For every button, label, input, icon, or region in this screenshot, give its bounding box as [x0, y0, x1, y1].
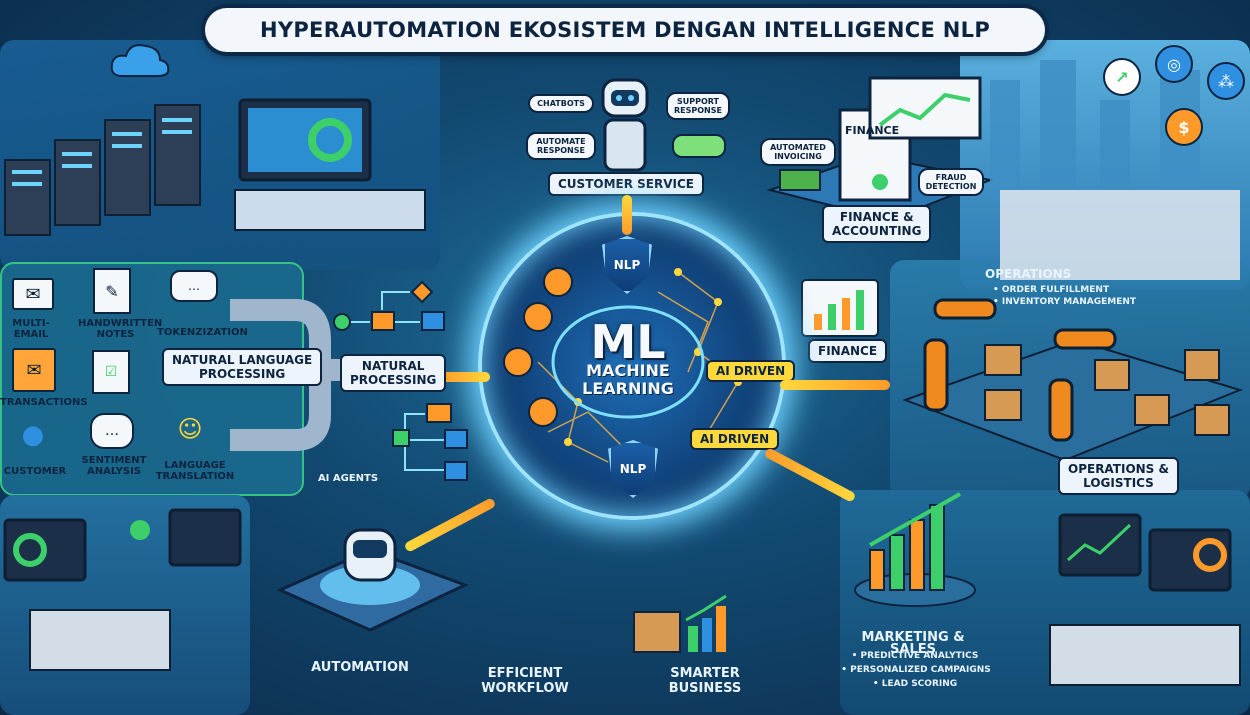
machine-learning-text: MACHINE LEARNING: [558, 362, 698, 398]
workstation-illustration: [234, 98, 426, 231]
smarter-line1: SMARTER: [670, 666, 740, 681]
robot-arms-illustration: [902, 298, 1244, 462]
office-monitors-right: [1049, 513, 1241, 686]
fraud-detection-bubble: FRAUD DETECTION: [918, 168, 984, 196]
nlp-label-line2: PROCESSING: [198, 367, 286, 381]
language-translation-label: LANGUAGE TRANSLATION: [155, 460, 235, 482]
globe-icon: ◎: [1155, 45, 1193, 83]
flowchart-top: [333, 280, 445, 331]
automation-label: AUTOMATION: [311, 660, 409, 675]
chat-bubble-green: [672, 134, 726, 158]
operations-item-inventory: • INVENTORY MANAGEMENT: [993, 297, 1137, 307]
server-racks-illustration: [4, 104, 201, 236]
tokenization-label: TOKENZIZATION: [157, 327, 248, 338]
cloud-icon: [110, 44, 170, 77]
office-monitors-left: [3, 508, 242, 671]
natural-processing-label: NATURAL PROCESSING: [340, 354, 447, 392]
operations-item-order: • ORDER FULFILLMENT: [993, 285, 1110, 295]
machine-text: MACHINE: [586, 361, 670, 380]
operations-item-order-text: ORDER FULFILLMENT: [1001, 285, 1110, 295]
finance-accounting-label: FINANCE & ACCOUNTING: [822, 205, 932, 243]
finance-accounting-line1: FINANCE &: [839, 210, 914, 224]
emoji-translation-icon: ☺: [177, 415, 203, 443]
arrow-right-out: [780, 380, 890, 390]
email-icon: ✉: [12, 278, 54, 310]
ai-agents-label: AI AGENTS: [317, 473, 379, 484]
automate-response-bubble: AUTOMATE RESPONSE: [526, 132, 596, 160]
finance-accounting-line2: ACCOUNTING: [832, 224, 922, 238]
efficient-workflow-label: EFFICIENT WORKFLOW: [470, 666, 580, 696]
page-title: HYPERAUTOMATION EKOSISTEM DENGAN INTELLI…: [205, 8, 1045, 52]
arrow-up-cs: [622, 195, 632, 235]
automation-platform: [276, 528, 469, 632]
checklist-icon: ☑: [92, 350, 130, 394]
natural-processing-line1: NATURAL: [361, 359, 425, 373]
transactions-label: TRANSACTIONS: [0, 397, 88, 408]
network-icon: ⁂: [1207, 62, 1245, 100]
flowchart-bottom: [392, 403, 468, 481]
learning-text: LEARNING: [582, 379, 674, 398]
finance-doc-title: FINANCE: [845, 124, 900, 137]
growth-chart-icon: ↗: [1103, 58, 1141, 96]
efficient-line1: EFFICIENT: [487, 666, 563, 681]
efficient-line2: WORKFLOW: [481, 681, 569, 696]
sentiment-chat-icon: …: [90, 413, 134, 449]
chatbots-bubble: CHATBOTS: [528, 94, 594, 113]
marketing-item-personalized-text: PERSONALIZED CAMPAIGNS: [850, 665, 991, 675]
finance-mid-label: FINANCE: [808, 339, 888, 363]
operations-logistics-label: OPERATIONS & LOGISTICS: [1058, 457, 1179, 495]
multi-email-label: MULTI-EMAIL: [12, 318, 50, 340]
automated-invoicing-bubble: AUTOMATED INVOICING: [760, 138, 836, 166]
boxes-and-growth-chart: [633, 594, 727, 653]
smarter-line2: BUSINESS: [668, 681, 742, 696]
ai-driven-badge-1: AI DRIVEN: [706, 360, 796, 382]
customer-icon: ●: [21, 420, 45, 450]
sentiment-analysis-label: SENTIMENT ANALYSIS: [81, 455, 147, 477]
operations-logistics-line1: OPERATIONS &: [1068, 462, 1169, 476]
marketing-item-predictive: • PREDICTIVE ANALYTICS: [851, 651, 979, 661]
natural-processing-line2: PROCESSING: [350, 373, 437, 387]
customer-service-label: CUSTOMER SERVICE: [548, 172, 704, 196]
support-response-bubble: SUPPORT RESPONSE: [666, 92, 730, 120]
nlp-shield-bottom: NLP: [608, 440, 658, 498]
neural-network-lines: [503, 267, 742, 463]
customer-label: CUSTOMER: [3, 466, 67, 477]
operations-title: OPERATIONS: [985, 267, 1072, 281]
marketing-item-lead-text: LEAD SCORING: [881, 679, 958, 689]
handwritten-notes-icon: ✎: [93, 268, 131, 314]
ai-driven-badge-2: AI DRIVEN: [690, 428, 780, 450]
marketing-bar-chart: [854, 492, 976, 607]
city-skyline: [990, 60, 1240, 280]
tokenization-icon: …: [170, 270, 218, 302]
nlp-language-processing-label: NATURAL LANGUAGE PROCESSING: [162, 348, 323, 386]
finance-bar-chart-icon: [801, 279, 879, 337]
ml-big-text: ML: [590, 315, 666, 369]
arrow-left-in: [440, 372, 490, 382]
handwritten-notes-label: HANDWRITTEN NOTES: [78, 318, 163, 340]
marketing-title: MARKETING & SALES: [861, 630, 965, 657]
robot-support-icon: [601, 78, 649, 172]
marketing-item-predictive-text: PREDICTIVE ANALYTICS: [860, 651, 979, 661]
marketing-item-lead: • LEAD SCORING: [872, 679, 958, 689]
transactions-icon: ✉: [12, 348, 56, 392]
nlp-label-line1: NATURAL LANGUAGE: [172, 353, 313, 367]
dollar-icon: $: [1165, 108, 1203, 146]
marketing-item-personalized: • PERSONALIZED CAMPAIGNS: [841, 665, 991, 675]
smarter-business-label: SMARTER BUSINESS: [650, 666, 760, 696]
operations-item-inventory-text: INVENTORY MANAGEMENT: [1001, 297, 1137, 307]
operations-logistics-line2: LOGISTICS: [1083, 476, 1154, 490]
